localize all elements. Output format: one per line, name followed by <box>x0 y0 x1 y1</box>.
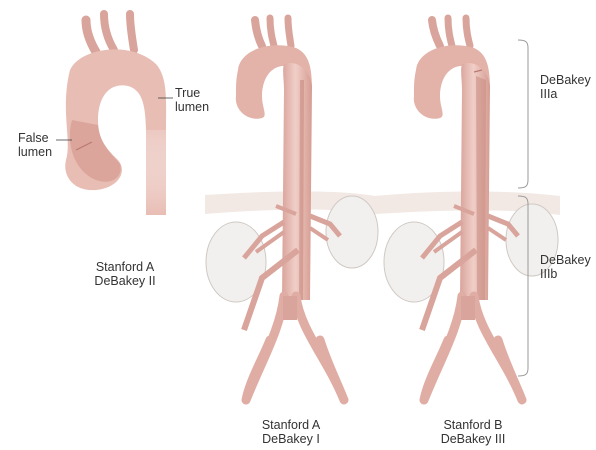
false-lumen-label: False lumen <box>18 131 52 159</box>
false-lumen-stripe <box>476 76 486 300</box>
panel-caption-3: Stanford B DeBakey III <box>418 418 528 446</box>
arch-branch <box>432 20 440 46</box>
bracket-label-lower: DeBakey IIIb <box>540 253 591 281</box>
bracket-upper <box>518 40 528 188</box>
descending-aorta <box>146 130 166 215</box>
panel-caption-1: Stanford A DeBakey II <box>70 260 180 288</box>
arch-branch <box>288 18 291 46</box>
arch-branch <box>270 18 274 46</box>
bracket-label-upper: DeBakey IIIa <box>540 73 591 101</box>
arch-branch <box>466 18 470 46</box>
arch-branch <box>448 18 452 46</box>
panel-caption-2: Stanford A DeBakey I <box>236 418 346 446</box>
arch-branch <box>86 20 96 52</box>
true-lumen-label: True lumen <box>175 86 209 114</box>
arch-branch <box>104 14 114 50</box>
arch-branch <box>130 14 134 50</box>
panel-debakey-ii <box>56 14 173 215</box>
diaphragm-band <box>205 191 560 215</box>
arch-branch <box>255 20 262 46</box>
descending-aorta <box>282 63 312 300</box>
